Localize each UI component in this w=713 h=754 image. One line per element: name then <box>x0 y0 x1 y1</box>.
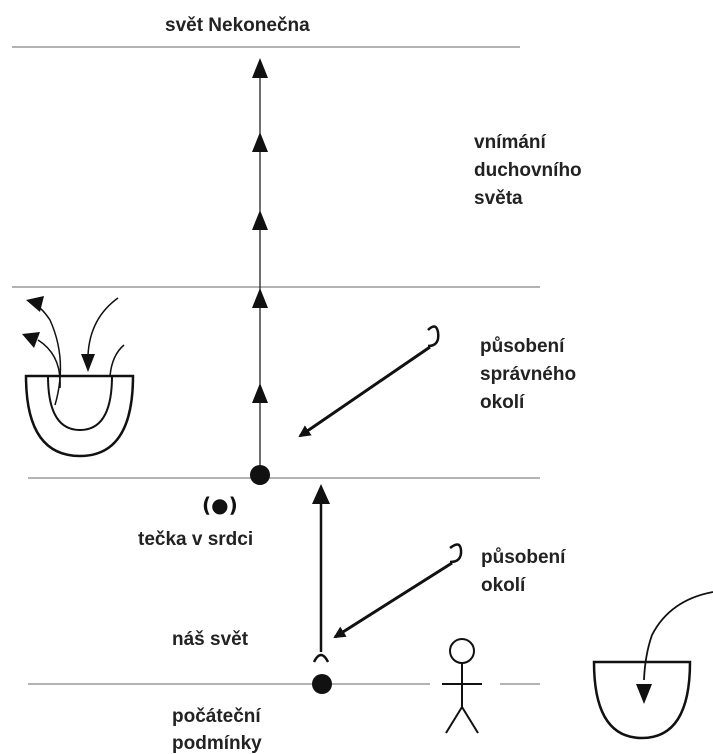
left-flow-curve-3 <box>87 297 119 356</box>
top-world-label: svět Nekonečna <box>165 15 310 36</box>
influence-squiggle <box>449 543 463 564</box>
person-icon <box>442 638 482 734</box>
left-vessel-outer <box>24 374 135 458</box>
left-flow-arrowhead-3 <box>81 354 95 372</box>
ascent-arrowhead-3 <box>252 210 268 230</box>
lower-arrowhead <box>312 484 330 504</box>
perception-label-line-1: vnímání <box>474 132 547 153</box>
correct-influence-label-line-3: okolí <box>480 392 525 413</box>
right-vessel <box>592 660 692 740</box>
influence-label-line-2: okolí <box>481 575 526 596</box>
correct-influence-squiggle <box>427 325 440 348</box>
correct-influence-label-line-1: působení <box>480 336 565 357</box>
left-flow-arrowhead-1 <box>26 296 44 312</box>
initial-conditions-label-line-1: počáteční <box>172 706 261 727</box>
left-flow-arrowhead-2 <box>22 332 40 348</box>
influence-label-line-1: působení <box>481 547 566 568</box>
left-flow-curve-4 <box>109 344 125 377</box>
left-flow-curve-2 <box>37 339 61 389</box>
right-flow-curve <box>643 591 713 681</box>
heart-point-dot <box>250 465 270 485</box>
point-in-heart-label: tečka v srdci <box>138 529 253 550</box>
our-world-label: náš svět <box>172 629 249 650</box>
initial-point-dot <box>312 674 332 694</box>
root-fork <box>312 653 330 663</box>
correct-influence-arrow <box>298 345 431 438</box>
influence-arrow <box>333 561 453 639</box>
ascent-arrowhead-1 <box>252 58 268 78</box>
correct-influence-label-line-2: správného <box>480 364 576 385</box>
perception-label-line-3: světa <box>474 188 523 209</box>
right-flow-arrowhead <box>636 684 652 704</box>
perception-label-line-2: duchovního <box>474 160 582 181</box>
ascent-arrowhead-5 <box>252 383 268 403</box>
ascent-arrowhead-2 <box>252 132 268 152</box>
ascent-arrowhead-4 <box>252 288 268 308</box>
left-vessel-inner <box>47 375 113 432</box>
initial-conditions-label-line-2: podmínky <box>172 733 262 754</box>
point-symbol: (●) <box>202 493 238 517</box>
